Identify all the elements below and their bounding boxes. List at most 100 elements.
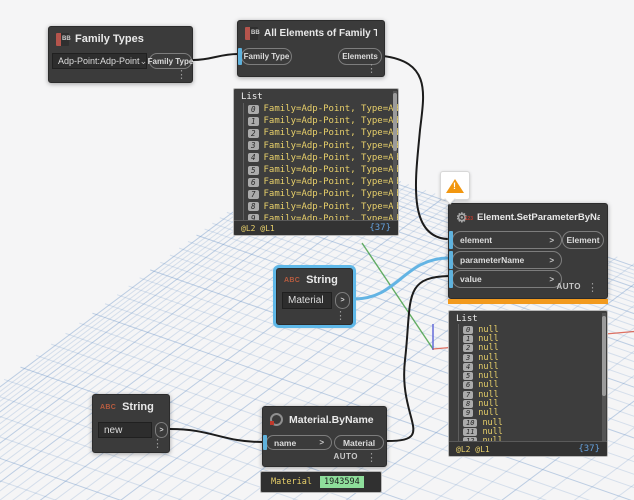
input-keel-family-type[interactable] — [238, 48, 242, 65]
output-port[interactable]: > — [335, 292, 350, 309]
node-title: String — [306, 274, 338, 286]
output-port-material[interactable]: Material — [334, 435, 384, 450]
node-string-material[interactable]: ABC String Material > ⋮ — [276, 268, 353, 325]
node-title: Material.ByName — [289, 413, 374, 426]
node-menu-icon[interactable]: ⋮ — [335, 310, 346, 322]
family-types-icon: BB — [56, 32, 71, 46]
node-all-elements-of-family-type[interactable]: BB All Elements of Family Type Family Ty… — [237, 20, 385, 77]
string-value-input[interactable]: Material — [282, 292, 332, 309]
list-header: List — [456, 314, 478, 324]
family-type-dropdown[interactable]: Adp-Point:Adp-Point ⌄ — [52, 53, 147, 69]
list-header: List — [241, 92, 263, 102]
bubble-footer: @L2 @L1 {37} — [449, 441, 607, 456]
watch-row: Material 1943594 — [261, 472, 381, 492]
port-chevron-icon: > — [549, 274, 554, 284]
node-family-types[interactable]: BB Family Types Adp-Point:Adp-Point ⌄ Fa… — [48, 26, 193, 83]
input-keel-element[interactable] — [449, 231, 453, 249]
input-port-family-type[interactable]: Family Type — [241, 48, 292, 65]
output-port[interactable]: > — [155, 422, 168, 438]
node-menu-icon[interactable]: ⋮ — [587, 282, 598, 294]
input-keel-value[interactable] — [449, 270, 453, 288]
indent-guide — [458, 324, 459, 441]
input-port-parametername[interactable]: parameterName > — [452, 251, 562, 269]
node-title: All Elements of Family Type — [264, 28, 377, 39]
gear-icon: ⚙123 — [456, 209, 473, 225]
list-levels: @L2 @L1 — [241, 223, 275, 233]
output-port-family-type[interactable]: Family Type — [148, 53, 193, 69]
watch-label: Material — [271, 477, 312, 487]
node-menu-icon[interactable]: ⋮ — [176, 69, 187, 81]
node-header[interactable]: BB All Elements of Family Type — [238, 21, 384, 46]
string-value-input[interactable]: new — [98, 422, 152, 438]
warning-triangle-icon — [446, 178, 464, 193]
node-header[interactable]: ABC String — [93, 395, 169, 419]
scrollbar-thumb[interactable] — [602, 316, 606, 396]
lacing-label[interactable]: AUTO — [556, 282, 581, 291]
string-type-icon: ABC — [284, 276, 301, 284]
node-title: String — [122, 401, 154, 413]
input-port-element[interactable]: element > — [452, 231, 562, 249]
list-count: {37} — [369, 223, 391, 233]
bubble-footer: @L2 @L1 {37} — [234, 220, 398, 235]
port-chevron-icon: > — [549, 235, 554, 245]
scrollbar-thumb[interactable] — [393, 93, 397, 151]
list-count: {37} — [578, 444, 600, 454]
list-levels: @L2 @L1 — [456, 444, 490, 454]
node-string-new[interactable]: ABC String new > ⋮ — [92, 394, 170, 453]
input-port-name[interactable]: name > — [266, 435, 332, 450]
watch-value-highlighted: 1943594 — [319, 476, 364, 488]
input-port-value[interactable]: value > — [452, 270, 562, 288]
input-keel-parametername[interactable] — [449, 251, 453, 269]
preview-bubble-material[interactable]: Material 1943594 — [260, 471, 382, 493]
node-menu-icon[interactable]: ⋮ — [366, 452, 377, 464]
output-port-element[interactable]: Element — [562, 231, 604, 249]
node-header[interactable]: ABC String — [277, 269, 352, 291]
node-menu-icon[interactable]: ⋮ — [366, 63, 377, 75]
node-title: Family Types — [75, 33, 144, 45]
node-material-byname[interactable]: Material.ByName name > Material AUTO ⋮ — [262, 406, 387, 467]
node-header[interactable]: ⚙123 Element.SetParameterByName — [449, 204, 607, 230]
warning-state-bar — [448, 299, 608, 304]
string-type-icon: ABC — [100, 403, 117, 411]
port-chevron-icon: > — [319, 438, 324, 447]
node-header[interactable]: BB Family Types — [49, 27, 192, 51]
node-element-setparameterbyname[interactable]: ⚙123 Element.SetParameterByName element … — [448, 203, 608, 304]
node-menu-icon[interactable]: ⋮ — [152, 438, 163, 450]
lacing-label[interactable]: AUTO — [333, 452, 358, 461]
node-title: Element.SetParameterByName — [477, 211, 600, 223]
all-elements-icon: BB — [245, 27, 260, 40]
port-chevron-icon: > — [549, 255, 554, 265]
indent-guide — [243, 103, 244, 220]
output-port-elements[interactable]: Elements — [338, 48, 382, 65]
node-header[interactable]: Material.ByName — [263, 407, 386, 432]
input-keel-name[interactable] — [263, 435, 267, 450]
material-icon — [270, 413, 283, 426]
